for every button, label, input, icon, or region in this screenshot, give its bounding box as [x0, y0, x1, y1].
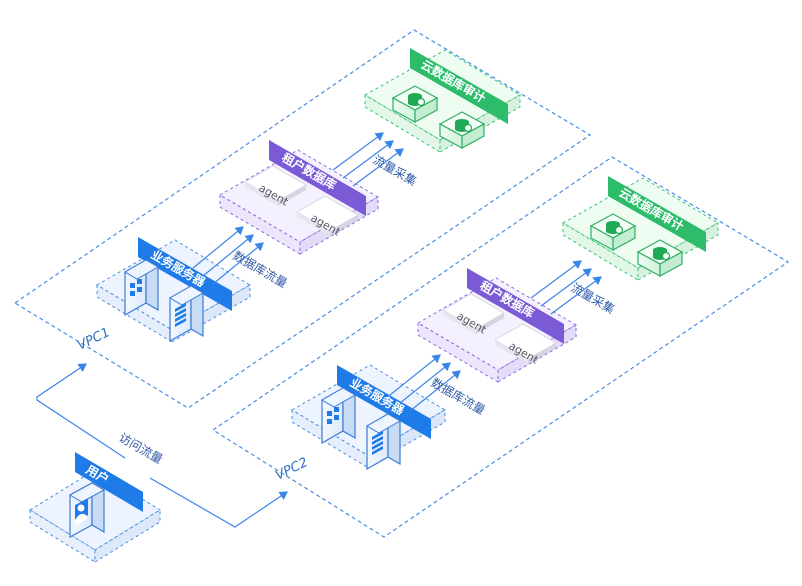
cloud-audit-group-1: 云数据库审计 [364, 48, 521, 153]
cloud-audit-group-2: 云数据库审计 [562, 176, 719, 281]
database-audit-icon [438, 111, 486, 150]
tenant-db-group-1: 租户数据库 agent agent [219, 140, 379, 255]
database-audit-icon [636, 239, 684, 278]
user-node: 用户 [29, 452, 161, 563]
agent-card-2b: agent [493, 323, 558, 367]
server-list-icon [169, 284, 204, 343]
server-grid-icon [321, 386, 356, 445]
vpc2-label: VPC2 [273, 455, 310, 483]
business-server-group-1: 业务服务器 [96, 237, 251, 343]
business-server-group-2: 业务服务器 [291, 364, 446, 471]
traffic-collect-label-2: 流量采集 [569, 280, 618, 317]
database-audit-icon [391, 85, 439, 124]
server-list-icon [366, 412, 401, 471]
vpc1-label: VPC1 [75, 325, 112, 353]
user-profile-icon [68, 481, 106, 539]
tenant-db-group-2: 租户数据库 agent agent [417, 268, 577, 383]
traffic-collect-label-1: 流量采集 [371, 152, 420, 189]
access-traffic-label: 访问流量 [117, 430, 166, 466]
database-audit-icon [589, 213, 637, 252]
server-grid-icon [124, 258, 159, 317]
